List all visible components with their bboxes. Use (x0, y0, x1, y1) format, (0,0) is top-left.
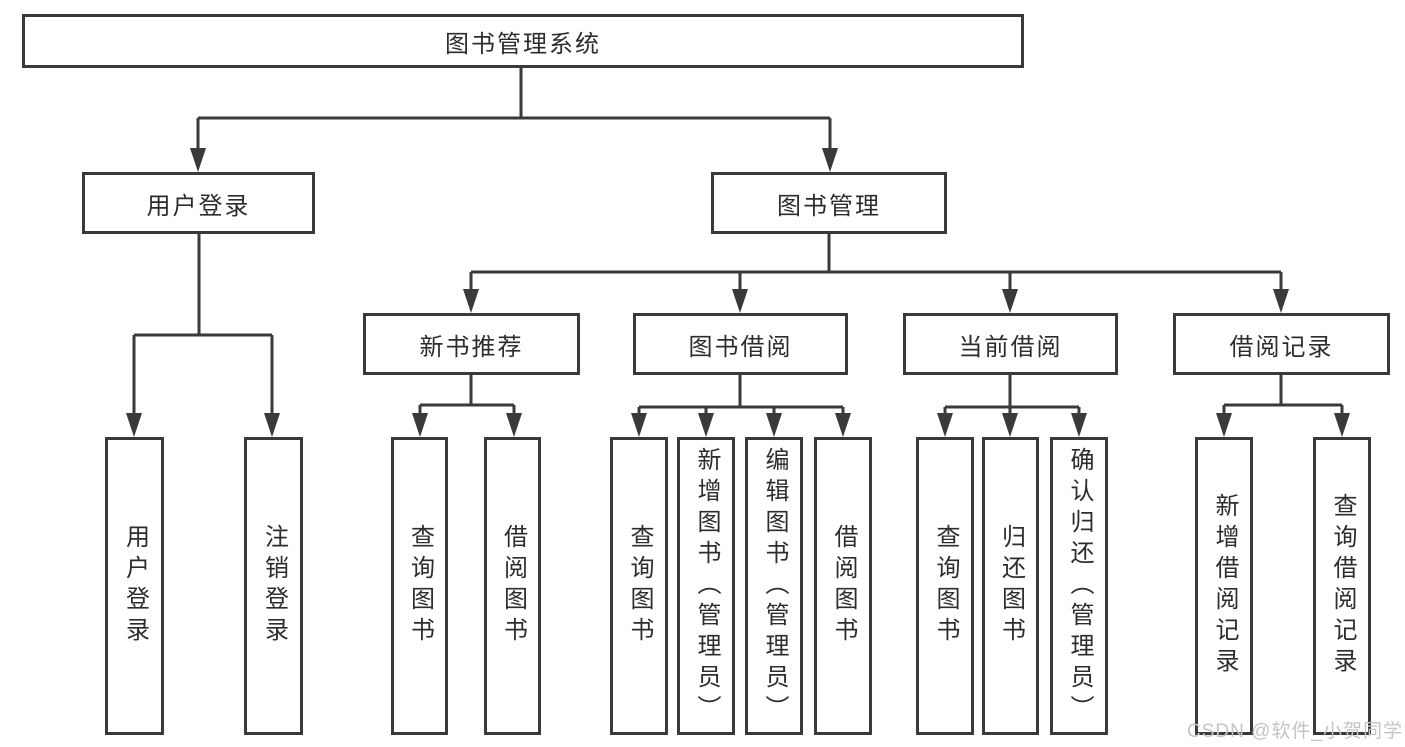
arrowhead (1273, 289, 1289, 313)
arrowhead (766, 413, 782, 437)
leaf-borrow-borrow-books: 借阅图书 (814, 437, 872, 735)
arrowhead (1334, 413, 1350, 437)
leaf-current-return-books-label: 归还图书 (997, 524, 1025, 648)
leaf-borrow-add-books-admin: 新增图书（管理员） (677, 437, 735, 735)
node-new-book-recommend-label: 新书推荐 (419, 333, 524, 361)
node-book-management-label: 图书管理 (777, 192, 881, 220)
leaf-records-add-borrow-record: 新增借阅记录 (1195, 437, 1253, 735)
node-root-label: 图书管理系统 (445, 30, 601, 58)
leaf-borrow-query-books-label: 查询图书 (626, 524, 653, 648)
leaf-user-login-label: 用户登录 (121, 524, 149, 648)
leaf-borrow-edit-books-admin: 编辑图书（管理员） (745, 437, 803, 735)
leaf-current-query-books: 查询图书 (916, 437, 974, 735)
leaf-borrow-add-books-admin-label: 新增图书（管理员） (693, 446, 720, 726)
connector-new-book-to-leaves (412, 375, 522, 437)
connector-root-to-level2 (190, 68, 838, 172)
connector-user-login-to-leaves (126, 234, 280, 437)
node-book-borrow-label: 图书借阅 (688, 333, 793, 361)
arrowhead (937, 413, 953, 437)
leaf-newbook-borrow-books-label: 借阅图书 (499, 524, 527, 648)
node-current-borrow: 当前借阅 (903, 313, 1118, 375)
arrowhead (264, 413, 280, 437)
leaf-current-query-books-label: 查询图书 (932, 524, 959, 648)
arrowhead (631, 413, 647, 437)
connector-book-borrow-to-leaves (631, 375, 851, 437)
arrowhead (506, 413, 522, 437)
leaf-user-login: 用户登录 (105, 437, 164, 735)
leaf-borrow-borrow-books-label: 借阅图书 (830, 524, 857, 648)
leaf-newbook-query-books-label: 查询图书 (406, 524, 434, 648)
leaf-records-query-borrow-record: 查询借阅记录 (1313, 437, 1371, 735)
node-root: 图书管理系统 (22, 14, 1024, 68)
leaf-newbook-borrow-books: 借阅图书 (484, 437, 541, 735)
arrowhead (732, 289, 748, 313)
leaf-records-add-borrow-record-label: 新增借阅记录 (1211, 493, 1238, 679)
leaf-records-query-borrow-record-label: 查询借阅记录 (1329, 493, 1356, 679)
node-borrow-records: 借阅记录 (1173, 313, 1390, 375)
leaf-logout-label: 注销登录 (260, 524, 288, 648)
leaf-current-return-books: 归还图书 (982, 437, 1039, 735)
leaf-newbook-query-books: 查询图书 (391, 437, 448, 735)
arrowhead (835, 413, 851, 437)
node-user-login: 用户登录 (82, 172, 315, 234)
connector-borrow-records-to-leaves (1216, 375, 1350, 437)
node-borrow-records-label: 借阅记录 (1229, 333, 1334, 361)
csdn-watermark: CSDN @软件_小贺同学 (1187, 721, 1403, 742)
leaf-borrow-edit-books-admin-label: 编辑图书（管理员） (761, 446, 788, 726)
arrowhead (822, 148, 838, 172)
leaf-logout: 注销登录 (244, 437, 303, 735)
connector-current-borrow-to-leaves (937, 375, 1087, 437)
leaf-borrow-query-books: 查询图书 (610, 437, 668, 735)
arrowhead (1071, 413, 1087, 437)
node-user-login-label: 用户登录 (146, 192, 251, 220)
node-book-management: 图书管理 (711, 172, 947, 234)
arrowhead (1002, 413, 1018, 437)
arrowhead (1216, 413, 1232, 437)
connector-book-management-to-level3 (463, 234, 1289, 313)
node-current-borrow-label: 当前借阅 (958, 333, 1063, 361)
arrowhead (126, 413, 142, 437)
leaf-current-confirm-return-admin: 确认归还（管理员） (1050, 437, 1108, 735)
node-new-book-recommend: 新书推荐 (363, 313, 580, 375)
arrowhead (412, 413, 428, 437)
arrowhead (1002, 289, 1018, 313)
leaf-current-confirm-return-admin-label: 确认归还（管理员） (1066, 446, 1093, 726)
arrowhead (463, 289, 479, 313)
arrowhead (698, 413, 714, 437)
arrowhead (190, 148, 206, 172)
node-book-borrow: 图书借阅 (633, 313, 848, 375)
